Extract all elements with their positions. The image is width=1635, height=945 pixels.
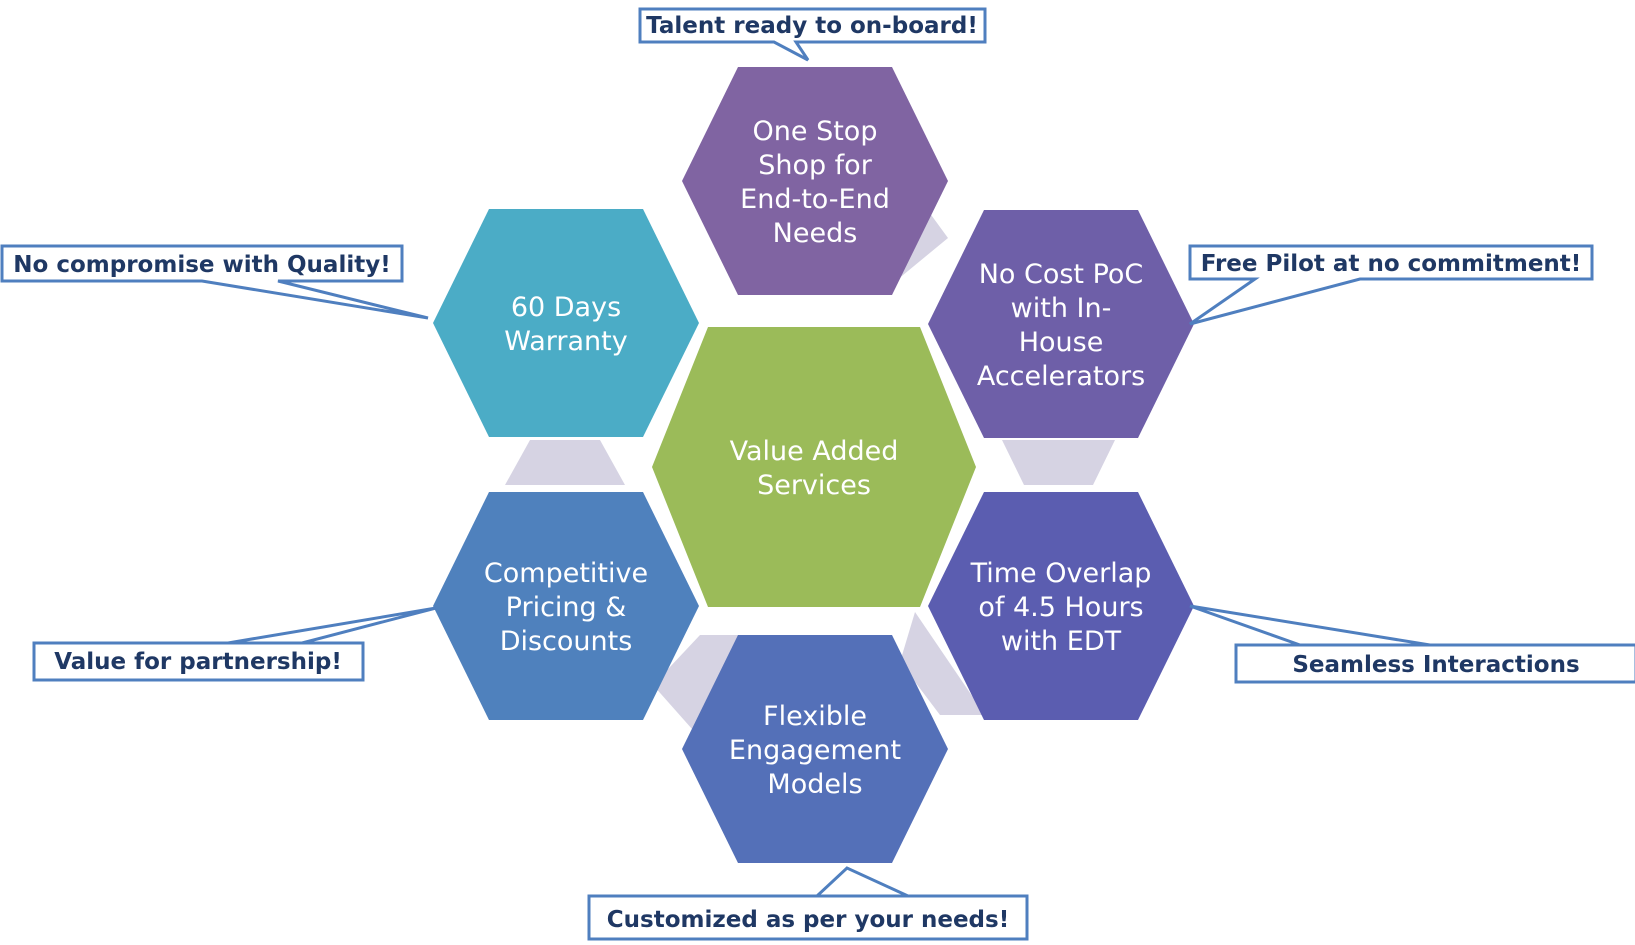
hexagon-no-cost-poc-label-line: House xyxy=(1019,327,1104,358)
hexagon-one-stop-shop-label-line: Shop for xyxy=(758,150,873,181)
hexagon-flexible-engagement-label-line: Models xyxy=(767,769,862,800)
callout-partnership-text: Value for partnership! xyxy=(54,649,342,675)
hexagon-time-overlap-label-line: with EDT xyxy=(1001,626,1122,657)
hexagon-value-added-services-label-line: Value Added xyxy=(730,436,899,467)
hexagon-flexible-engagement-label-line: Engagement xyxy=(729,735,901,766)
hexagon-no-cost-poc-label-line: Accelerators xyxy=(977,361,1145,392)
callout-quality: No compromise with Quality! xyxy=(0,244,429,320)
hexagon-competitive-pricing-shape xyxy=(433,492,699,720)
hexagon-flexible-engagement-label-line: Flexible xyxy=(763,701,867,732)
callout-pilot: Free Pilot at no commitment! xyxy=(1188,244,1594,326)
hexagon-warranty-label-line: Warranty xyxy=(504,326,627,357)
connector-bottom-to-lower-left xyxy=(653,635,745,738)
callout-talent: Talent ready to on-board! xyxy=(638,7,987,62)
hexagon-competitive-pricing-label-line: Discounts xyxy=(500,626,633,657)
callout-partnership: Value for partnership! xyxy=(32,606,437,682)
hexagon-value-added-services-label-line: Services xyxy=(757,470,871,501)
hexagon-competitive-pricing-label-line: Competitive xyxy=(484,558,648,589)
hexagon-warranty-shape xyxy=(433,209,699,437)
callout-seamless: Seamless Interactions xyxy=(1189,604,1635,684)
callout-talent-text: Talent ready to on-board! xyxy=(646,13,978,39)
hexagon-one-stop-shop-shape xyxy=(682,67,948,295)
callout-quality-text: No compromise with Quality! xyxy=(13,252,390,278)
hexagon-no-cost-poc-shape xyxy=(928,210,1194,438)
callout-customized: Customized as per your needs! xyxy=(587,866,1029,941)
connector-right-to-lower-right xyxy=(1002,440,1115,485)
callout-seamless-text: Seamless Interactions xyxy=(1292,652,1579,678)
connector-lower-left-to-left xyxy=(505,440,625,485)
hexagon-competitive-pricing-label-line: Pricing & xyxy=(506,592,627,623)
hexagon-flexible-engagement-shape xyxy=(682,635,948,863)
hexagon-time-overlap-label-line: Time Overlap xyxy=(970,558,1152,589)
hexagon-no-cost-poc-label-line: with In- xyxy=(1011,293,1112,324)
hexagon-one-stop-shop-label-line: End-to-End xyxy=(740,184,890,215)
hexagon-one-stop-shop-label-line: Needs xyxy=(773,218,858,249)
hexagon-one-stop-shop-label-line: One Stop xyxy=(753,116,878,147)
hexagon-no-cost-poc-label-line: No Cost PoC xyxy=(979,259,1144,290)
hexagon-time-overlap-shape xyxy=(928,492,1194,720)
callout-customized-text: Customized as per your needs! xyxy=(607,907,1009,933)
callout-pilot-text: Free Pilot at no commitment! xyxy=(1201,251,1582,277)
hexagon-value-added-services-shape xyxy=(652,327,976,607)
hexagon-warranty-label-line: 60 Days xyxy=(511,292,621,323)
hexagon-time-overlap-label-line: of 4.5 Hours xyxy=(978,592,1143,623)
connector-lower-right-to-bottom xyxy=(900,612,985,715)
